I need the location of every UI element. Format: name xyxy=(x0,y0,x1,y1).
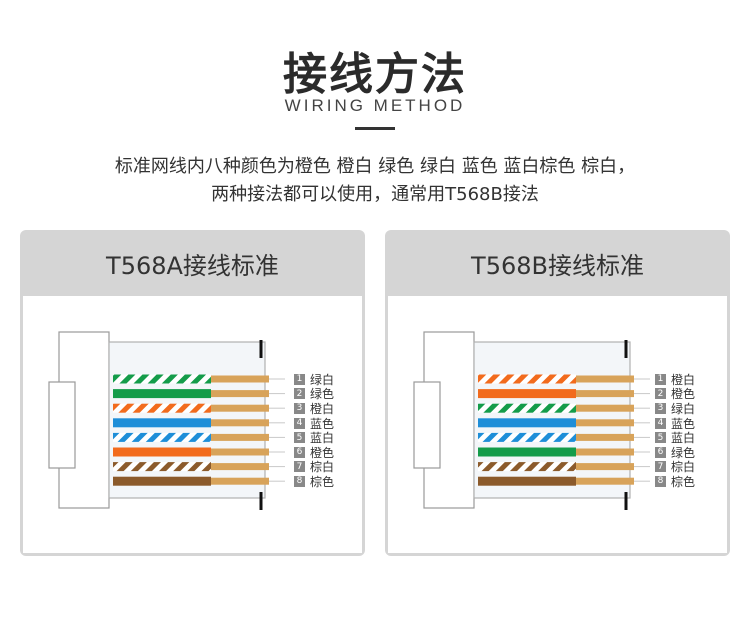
wire-6 xyxy=(113,447,211,457)
wire-color-label: 棕白 xyxy=(671,460,696,475)
contact-pin-4 xyxy=(576,419,634,427)
title-divider xyxy=(355,127,395,130)
pin-number: 6 xyxy=(294,446,305,458)
contact-pin-7 xyxy=(211,463,269,471)
pin-number: 1 xyxy=(655,373,666,385)
wire-labels-t568a: 1 绿白 2 绿色 3 橙白 4 蓝色 5 蓝白 6 橙色 7 棕白 8 棕色 xyxy=(294,372,354,489)
panel-title-t568a: T568A接线标准 xyxy=(106,251,279,280)
contact-pin-3 xyxy=(211,404,269,412)
wire-label-row: 4 蓝色 xyxy=(294,416,354,431)
wire-1 xyxy=(478,374,576,384)
wire-label-row: 8 棕色 xyxy=(294,474,354,489)
contact-pin-3 xyxy=(576,404,634,412)
wire-8 xyxy=(478,476,576,486)
pin-number: 8 xyxy=(294,475,305,487)
pin-number: 4 xyxy=(655,417,666,429)
wire-label-row: 4 蓝色 xyxy=(655,416,715,431)
pin-number: 7 xyxy=(655,461,666,473)
wire-color-label: 蓝色 xyxy=(671,416,696,431)
panel-t568a: T568A接线标准 1 绿白 2 绿色 3 橙白 4 蓝色 5 蓝白 6 橙色 7 棕白 8 棕色 xyxy=(20,230,365,556)
wire-label-row: 3 橙白 xyxy=(294,401,354,416)
wire-color-label: 绿色 xyxy=(310,387,335,402)
wire-color-label: 棕白 xyxy=(310,460,335,475)
wire-5 xyxy=(113,432,211,442)
wire-label-row: 3 绿白 xyxy=(655,401,715,416)
page-subtitle: WIRING METHOD xyxy=(284,96,466,115)
wire-2 xyxy=(478,389,576,399)
contact-pin-6 xyxy=(576,448,634,456)
wire-label-row: 1 绿白 xyxy=(294,372,354,387)
wire-label-row: 7 棕白 xyxy=(294,460,354,475)
rj45-connector-svg xyxy=(413,331,650,510)
wire-7 xyxy=(113,462,211,472)
pin-number: 2 xyxy=(294,388,305,400)
pin-number: 3 xyxy=(294,402,305,414)
pin-number: 1 xyxy=(294,373,305,385)
wire-label-row: 6 橙色 xyxy=(294,445,354,460)
wire-color-label: 橙白 xyxy=(310,401,335,416)
page-title: 接线方法 xyxy=(283,49,467,100)
wire-label-row: 1 橙白 xyxy=(655,372,715,387)
contact-pin-6 xyxy=(211,448,269,456)
wire-5 xyxy=(478,432,576,442)
wire-color-label: 绿白 xyxy=(310,372,335,387)
wire-2 xyxy=(113,389,211,399)
wire-color-label: 橙色 xyxy=(671,387,696,402)
wire-7 xyxy=(478,462,576,472)
contact-pin-7 xyxy=(576,463,634,471)
wire-3 xyxy=(478,403,576,413)
wire-label-row: 2 绿色 xyxy=(294,387,354,402)
wire-color-label: 蓝色 xyxy=(310,416,335,431)
contact-pin-8 xyxy=(576,477,634,485)
wire-label-row: 5 蓝白 xyxy=(294,430,354,445)
wire-color-label: 橙白 xyxy=(671,372,696,387)
pin-number: 4 xyxy=(294,417,305,429)
wire-color-label: 棕色 xyxy=(671,474,696,489)
pin-number: 2 xyxy=(655,388,666,400)
wire-color-label: 橙色 xyxy=(310,445,335,460)
pin-number: 7 xyxy=(294,461,305,473)
wire-4 xyxy=(478,418,576,428)
connector-clip xyxy=(48,381,76,469)
pin-number: 6 xyxy=(655,446,666,458)
wire-4 xyxy=(113,418,211,428)
wire-1 xyxy=(113,374,211,384)
wire-6 xyxy=(478,447,576,457)
contact-pin-2 xyxy=(211,390,269,398)
contact-pin-1 xyxy=(211,375,269,383)
contact-pin-1 xyxy=(576,375,634,383)
wire-label-row: 6 绿色 xyxy=(655,445,715,460)
wire-color-label: 蓝白 xyxy=(310,431,335,446)
panel-t568b: T568B接线标准 1 橙白 2 橙色 3 绿白 4 蓝色 5 蓝白 6 绿色 7 棕白 8 棕色 xyxy=(385,230,730,556)
contact-pin-4 xyxy=(211,419,269,427)
contact-pin-5 xyxy=(211,433,269,441)
wire-label-row: 2 橙色 xyxy=(655,387,715,402)
wire-3 xyxy=(113,403,211,413)
panel-title-t568b: T568B接线标准 xyxy=(471,251,644,280)
contact-pin-2 xyxy=(576,390,634,398)
wire-label-row: 7 棕白 xyxy=(655,460,715,475)
description-line-1: 标准网线内八种颜色为橙色 橙白 绿色 绿白 蓝色 蓝白棕色 棕白， xyxy=(114,156,636,177)
wire-8 xyxy=(113,476,211,486)
wire-color-label: 绿白 xyxy=(671,401,696,416)
rj45-connector-svg xyxy=(48,331,285,510)
description-line-2: 两种接法都可以使用，通常用T568B接法 xyxy=(211,184,539,205)
wire-labels-t568b: 1 橙白 2 橙色 3 绿白 4 蓝色 5 蓝白 6 绿色 7 棕白 8 棕色 xyxy=(655,372,715,489)
pin-number: 3 xyxy=(655,402,666,414)
wire-label-row: 8 棕色 xyxy=(655,474,715,489)
pin-number: 5 xyxy=(655,432,666,444)
wire-color-label: 棕色 xyxy=(310,474,335,489)
pin-number: 5 xyxy=(294,432,305,444)
wire-label-row: 5 蓝白 xyxy=(655,430,715,445)
pin-number: 8 xyxy=(655,475,666,487)
wire-color-label: 绿色 xyxy=(671,445,696,460)
contact-pin-5 xyxy=(576,433,634,441)
rj45-diagram-t568b: 1 橙白 2 橙色 3 绿白 4 蓝色 5 蓝白 6 绿色 7 棕白 8 棕色 xyxy=(388,296,727,553)
wire-color-label: 蓝白 xyxy=(671,431,696,446)
connector-clip xyxy=(413,381,441,469)
contact-pin-8 xyxy=(211,477,269,485)
rj45-diagram-t568a: 1 绿白 2 绿色 3 橙白 4 蓝色 5 蓝白 6 橙色 7 棕白 8 棕色 xyxy=(23,296,362,553)
